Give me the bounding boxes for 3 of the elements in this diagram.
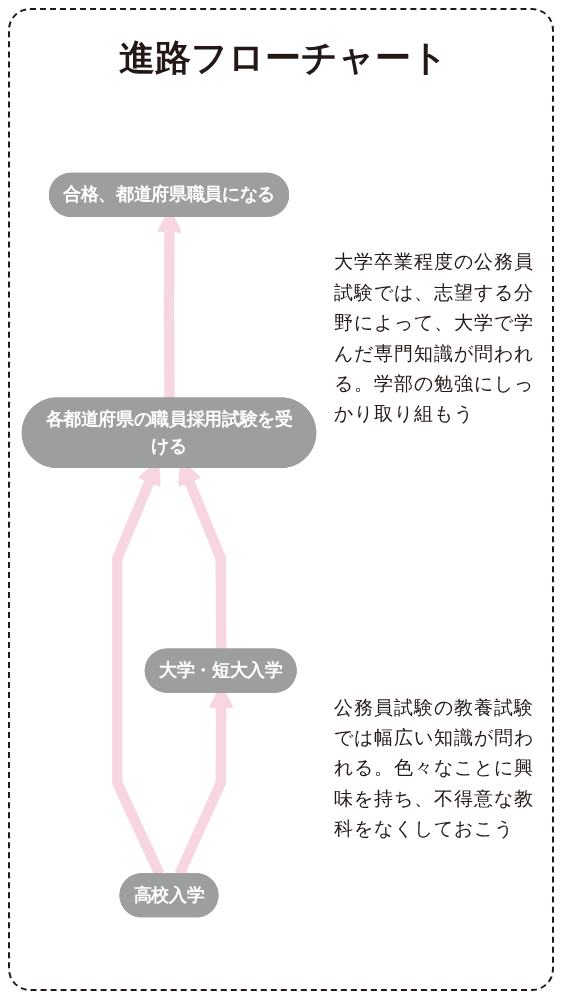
note-text: 大学卒業程度の公務員試験では、志望する分野によって、大学で学んだ専門知識が問われる。学部の勉強にしっかり取り組もう (334, 249, 534, 427)
diagram-title: 進路フローチャート (118, 36, 448, 80)
note-text: 公務員試験の教養試験では幅広い知識が問われる。色々なことに興味を持ち、不得意な教科をなくしておこう (334, 694, 534, 842)
